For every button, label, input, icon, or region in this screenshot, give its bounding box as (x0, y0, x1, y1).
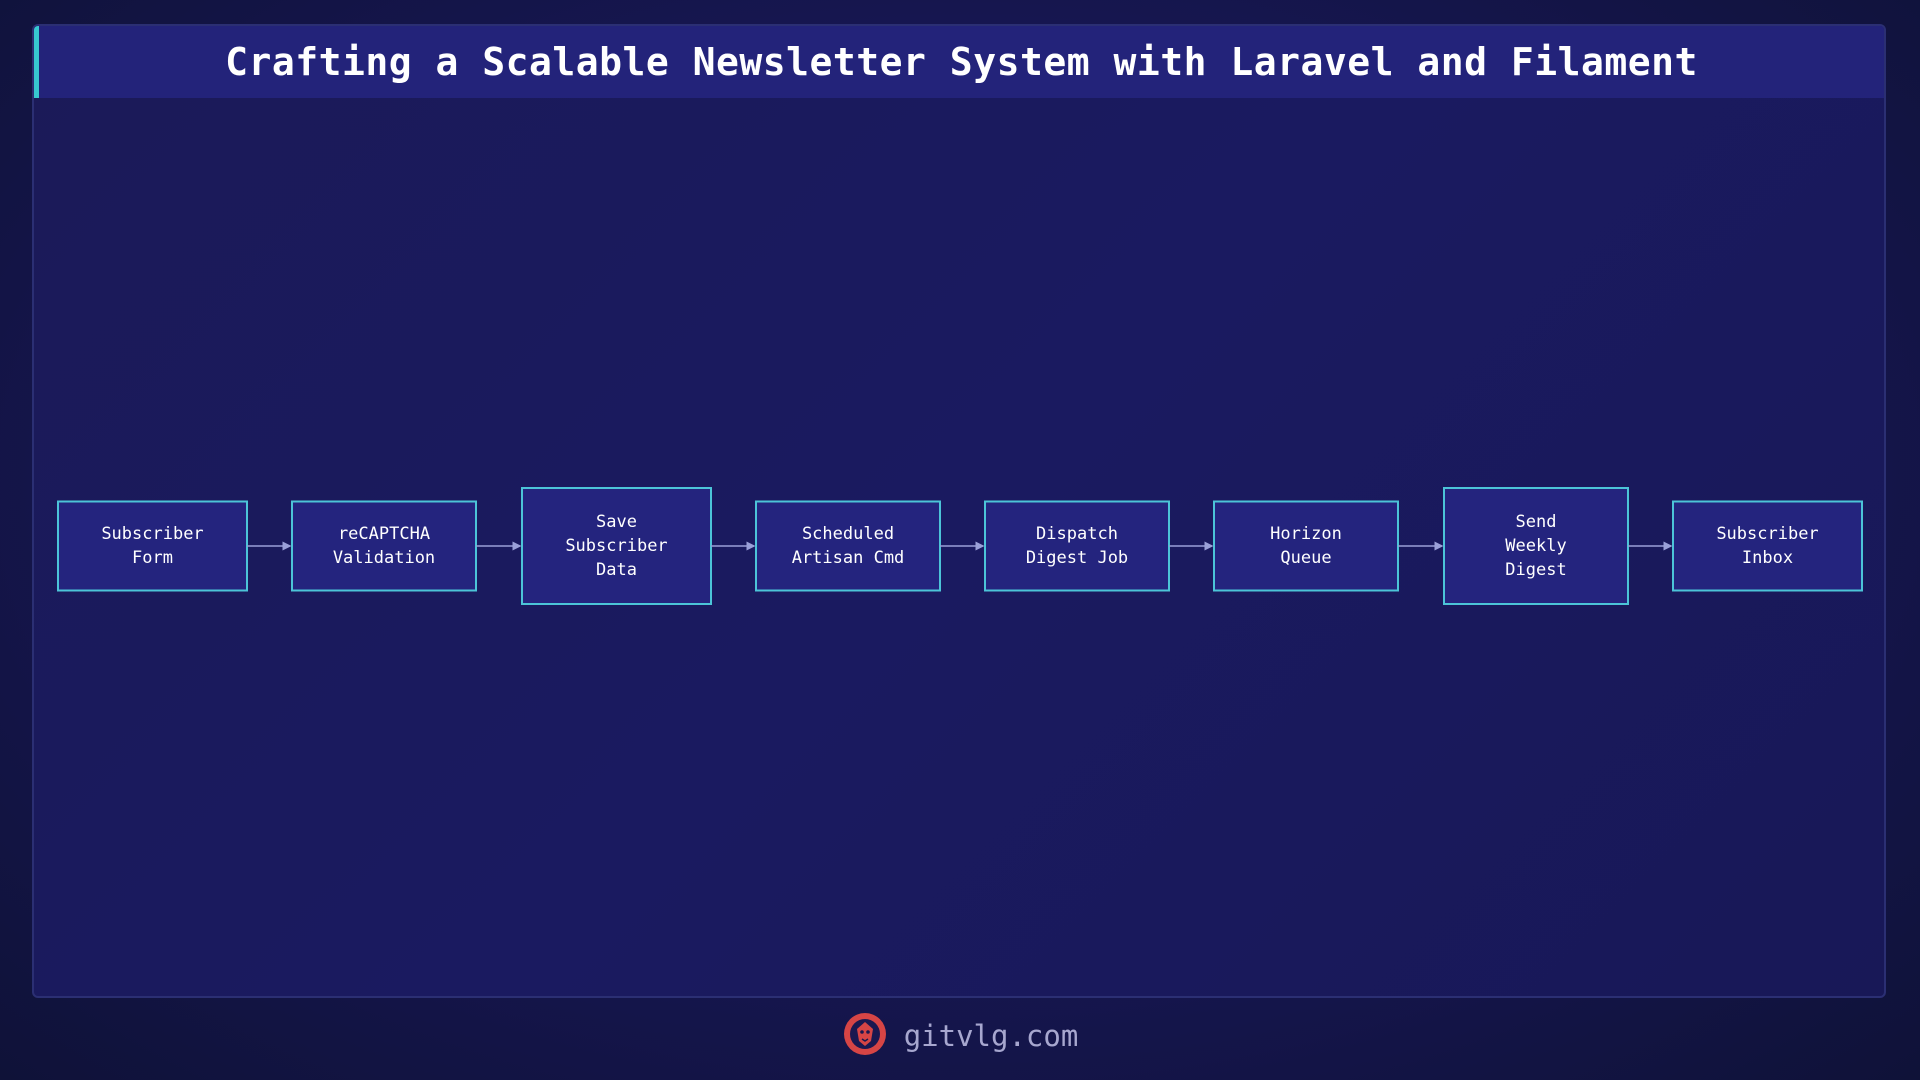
flow-node-label: Inbox (1742, 548, 1793, 568)
flow-node-label: Horizon (1270, 524, 1342, 544)
flow-node-label: reCAPTCHA (338, 524, 430, 544)
flow-node-label: Subscriber (565, 536, 667, 556)
flow-node-label: Digest Job (1026, 548, 1128, 568)
flow-node-label: Scheduled (802, 524, 894, 544)
flow-node-label: Artisan Cmd (792, 548, 905, 568)
page-title: Crafting a Scalable Newsletter System wi… (225, 40, 1698, 84)
flow-node-label: Subscriber (101, 524, 203, 544)
flow-node-label: Weekly (1505, 536, 1566, 556)
flow-node-label: Digest (1505, 560, 1566, 580)
flow-node-label: Data (596, 560, 637, 580)
flow-node-box (755, 500, 941, 592)
lion-head-icon (842, 1011, 888, 1061)
site-link[interactable]: gitvlg.com (903, 1019, 1079, 1053)
footer: gitvlg.com (0, 1008, 1920, 1064)
flow-node-box (1672, 500, 1863, 592)
flow-node-box (984, 500, 1170, 592)
flow-node-label: Validation (333, 548, 435, 568)
flow-node-1: reCAPTCHA Validation (291, 500, 477, 592)
flow-node-label: Save (596, 512, 637, 532)
flow-node-box (291, 500, 477, 592)
flow-node-label: Form (132, 548, 173, 568)
flow-node-label: Dispatch (1036, 524, 1118, 544)
flow-node-box (521, 487, 712, 605)
flow-node-box (57, 500, 248, 592)
flow-node-label: Send (1516, 512, 1557, 532)
flow-node-box (1443, 487, 1629, 605)
flow-node-box (1213, 500, 1399, 592)
flow-node-label: Queue (1280, 548, 1331, 568)
title-bar: Crafting a Scalable Newsletter System wi… (34, 26, 1884, 98)
flow-node-label: Subscriber (1716, 524, 1818, 544)
